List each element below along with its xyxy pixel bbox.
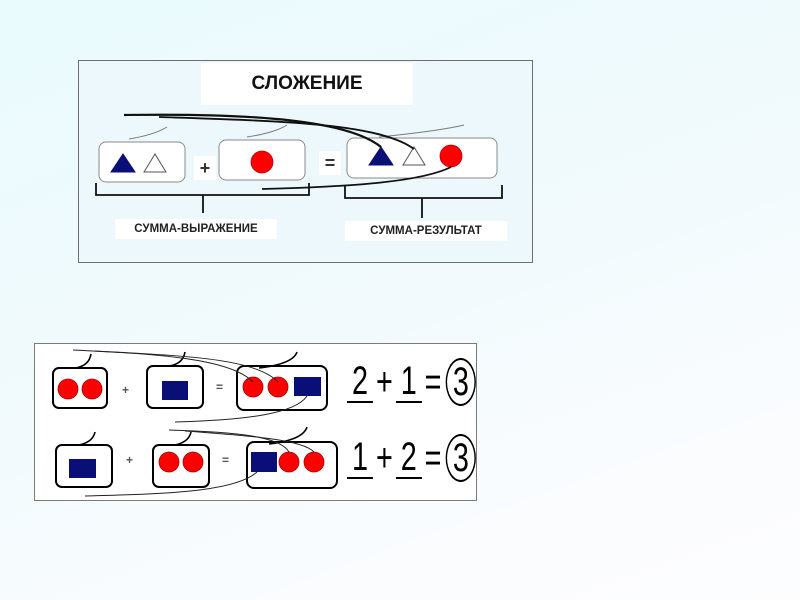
equals-sign: = <box>222 453 230 467</box>
connector-line <box>184 430 315 453</box>
plus-sign: + <box>126 453 134 467</box>
equation-row-2: 1 + 2 = 3 <box>347 434 477 482</box>
connector-line <box>84 471 258 497</box>
sum-hook-line <box>378 124 465 138</box>
red-circle-shape <box>158 451 180 473</box>
addition-definition-panel: СЛОЖЕНИЕ + = СУММА-ВЫРАЖЕНИЕ СУММА-РЕЗУЛ… <box>78 60 533 263</box>
circled-result: 3 <box>445 358 477 406</box>
hook-line <box>168 351 186 367</box>
connector-line <box>123 113 382 148</box>
outline-triangle-shape <box>143 153 167 173</box>
connector-line <box>158 116 415 150</box>
red-circle-shape <box>303 451 325 473</box>
hook-line <box>74 353 92 369</box>
plus-sign: + <box>122 383 130 397</box>
filled-triangle-shape <box>368 146 394 166</box>
red-circle-shape <box>57 378 79 400</box>
top-diagram-svg <box>95 113 503 218</box>
red-circle-shape <box>182 451 204 473</box>
plus-operator: + <box>375 436 393 480</box>
hook-line <box>258 351 298 369</box>
connector-line <box>94 350 279 383</box>
addend-b: 2 <box>395 437 422 479</box>
equals-operator: = <box>424 360 442 404</box>
sum-box <box>346 137 498 179</box>
red-circle-shape <box>250 150 274 174</box>
blue-rectangle-shape <box>294 377 321 396</box>
connector-line <box>261 166 452 190</box>
result-brace <box>344 185 503 218</box>
connector-line <box>168 429 290 453</box>
addend-2-hook-line <box>246 124 288 138</box>
hook-line <box>268 426 308 445</box>
blue-rectangle-shape <box>69 459 96 478</box>
sum-result-label: СУММА-РЕЗУЛЬТАТ <box>345 221 507 241</box>
plus-operator: + <box>375 360 393 404</box>
addend-1-box <box>98 141 186 183</box>
circled-result: 3 <box>445 434 477 482</box>
panel-title: СЛОЖЕНИЕ <box>201 63 413 105</box>
red-circle-shape <box>439 144 463 168</box>
addition-examples-panel: + = + = 2 + 1 = 3 1 + 2 = 3 <box>34 343 477 501</box>
addend-a: 1 <box>347 437 374 479</box>
equals-sign: = <box>216 380 224 394</box>
blue-rectangle-shape <box>162 381 188 400</box>
blue-rectangle-shape <box>251 452 277 472</box>
equals-operator: = <box>424 436 442 480</box>
outline-triangle-shape <box>402 146 426 166</box>
plus-sign: + <box>194 156 216 180</box>
addend-b: 1 <box>395 361 422 403</box>
red-circle-shape <box>242 376 264 398</box>
filled-triangle-shape <box>110 153 136 173</box>
red-circle-shape <box>267 376 289 398</box>
equals-sign: = <box>319 151 341 175</box>
connector-line <box>174 395 308 423</box>
bottom-diagram-svg <box>52 349 338 497</box>
red-circle-shape <box>278 451 300 473</box>
hook-line <box>174 431 192 446</box>
addend-a: 2 <box>347 361 374 403</box>
sum-expression-label: СУММА-ВЫРАЖЕНИЕ <box>115 219 277 239</box>
addend-1-hook-line <box>128 126 168 140</box>
hook-line <box>78 431 96 446</box>
red-circle-shape <box>81 378 103 400</box>
expression-brace <box>95 183 310 213</box>
equation-row-1: 2 + 1 = 3 <box>347 358 477 406</box>
